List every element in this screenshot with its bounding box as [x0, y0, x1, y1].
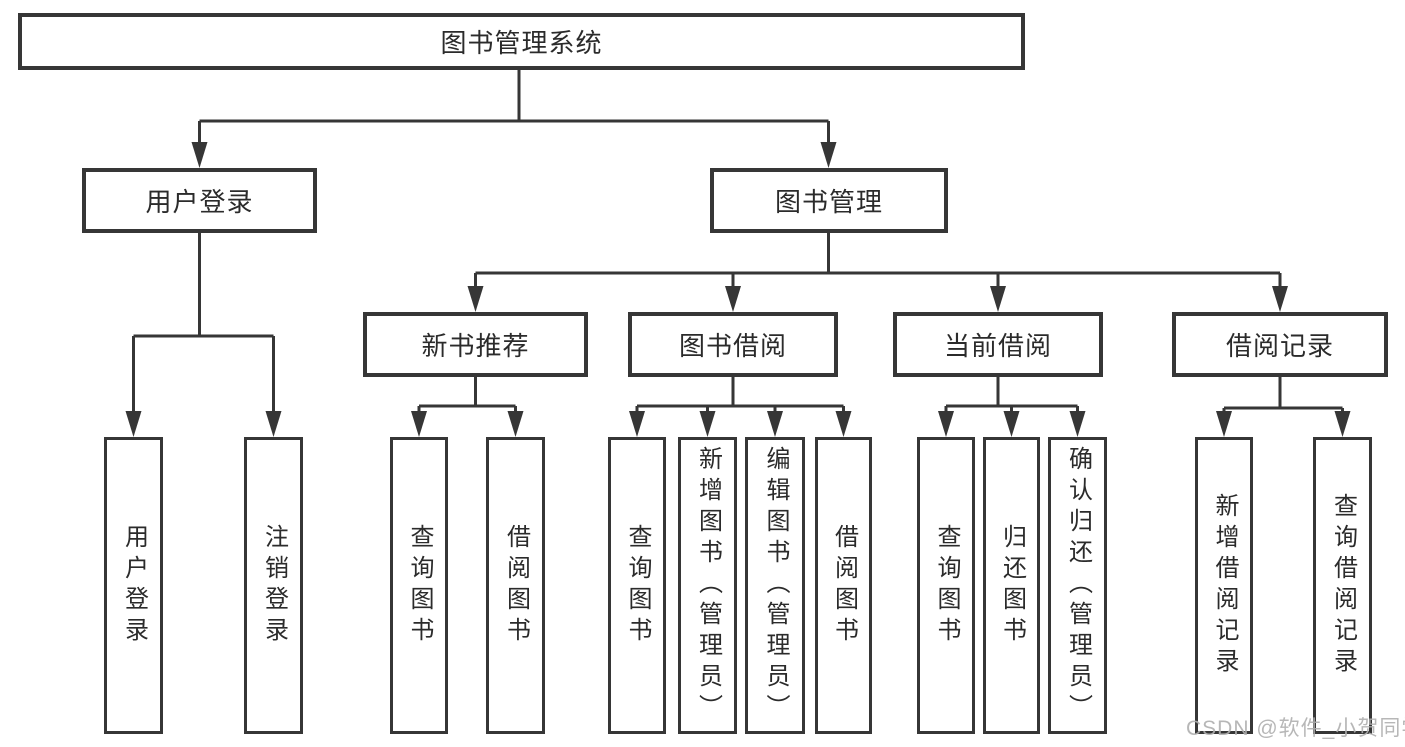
node-book-borrow-label: 图书借阅	[678, 331, 787, 361]
arrowhead-down-icon	[191, 142, 208, 168]
node-current-borrow-label: 当前借阅	[943, 331, 1052, 361]
arrowhead-down-icon	[411, 411, 427, 437]
arrowhead-down-icon	[1272, 286, 1288, 312]
arrowhead-down-icon	[767, 411, 783, 437]
node-new-book-recommend: 新书推荐	[363, 312, 588, 377]
connector-currentborrow-to-children	[944, 377, 1079, 413]
arrowhead-down-icon	[990, 286, 1006, 312]
arrowhead-down-icon	[629, 411, 645, 437]
leaf-add-borrow-record-label: 新增借阅记录	[1211, 492, 1238, 679]
arrowhead-down-icon	[699, 411, 716, 437]
arrowhead-down-icon	[507, 411, 524, 437]
node-user-login-label: 用户登录	[145, 187, 254, 217]
leaf-logout: 注销登录	[244, 437, 303, 734]
leaf-current-query-books-label: 查询图书	[933, 523, 960, 648]
connector-newbook-to-children	[417, 377, 517, 413]
leaf-user-login: 用户登录	[104, 437, 163, 734]
leaf-user-login-label: 用户登录	[120, 523, 148, 648]
arrowhead-down-icon	[1216, 411, 1232, 437]
arrowhead-down-icon	[938, 411, 954, 437]
arrowhead-down-icon	[467, 286, 484, 312]
node-book-management: 图书管理	[710, 168, 948, 233]
connector-root-to-level2	[198, 69, 830, 144]
connector-userlogin-to-children	[132, 232, 275, 413]
leaf-add-books-admin: 新增图书（管理员）	[678, 437, 737, 734]
leaf-newbook-borrow-books: 借阅图书	[486, 437, 545, 734]
leaf-newbook-query-books-label: 查询图书	[406, 523, 433, 648]
csdn-watermark: CSDN @软件_小贺同学	[1186, 717, 1405, 740]
node-root: 图书管理系统	[18, 13, 1025, 70]
leaf-newbook-borrow-books-label: 借阅图书	[502, 523, 530, 648]
leaf-return-books-label: 归还图书	[998, 523, 1026, 648]
connector-lines	[132, 69, 1344, 413]
leaf-borrow-books-label: 借阅图书	[830, 523, 858, 648]
leaf-add-borrow-record: 新增借阅记录	[1195, 437, 1253, 734]
node-book-management-label: 图书管理	[774, 187, 883, 217]
arrowheads	[125, 142, 1351, 437]
leaf-query-borrow-record-label: 查询借阅记录	[1329, 492, 1357, 679]
connector-bookmgmt-to-level3	[474, 233, 1282, 288]
leaf-borrow-query-books: 查询图书	[608, 437, 666, 734]
node-current-borrow: 当前借阅	[893, 312, 1103, 377]
node-new-book-recommend-label: 新书推荐	[421, 331, 530, 361]
leaf-borrow-query-books-label: 查询图书	[624, 523, 651, 648]
leaf-newbook-query-books: 查询图书	[390, 437, 448, 734]
arrowhead-down-icon	[125, 411, 142, 437]
leaf-edit-books-admin-label: 编辑图书（管理员）	[762, 446, 789, 725]
arrowhead-down-icon	[1334, 411, 1351, 437]
arrowhead-down-icon	[820, 142, 837, 168]
node-user-login: 用户登录	[82, 168, 317, 233]
leaf-add-books-admin-label: 新增图书（管理员）	[694, 446, 722, 725]
leaf-confirm-return-admin-label: 确认归还（管理员）	[1064, 446, 1092, 725]
node-borrow-records: 借阅记录	[1172, 312, 1388, 377]
leaf-logout-label: 注销登录	[260, 523, 288, 648]
arrowhead-down-icon	[1003, 411, 1020, 437]
connector-records-to-children	[1222, 377, 1344, 413]
leaf-borrow-books: 借阅图书	[815, 437, 872, 734]
arrowhead-down-icon	[725, 286, 741, 312]
leaf-query-borrow-record: 查询借阅记录	[1313, 437, 1372, 734]
leaf-current-query-books: 查询图书	[917, 437, 975, 734]
arrowhead-down-icon	[1069, 411, 1086, 437]
leaf-return-books: 归还图书	[983, 437, 1040, 734]
node-book-borrow: 图书借阅	[628, 312, 838, 377]
node-root-label: 图书管理系统	[440, 28, 603, 58]
leaf-confirm-return-admin: 确认归还（管理员）	[1048, 437, 1107, 734]
connector-bookborrow-to-children	[635, 377, 845, 413]
arrowhead-down-icon	[265, 411, 282, 437]
arrowhead-down-icon	[835, 411, 852, 437]
node-borrow-records-label: 借阅记录	[1225, 331, 1334, 361]
leaf-edit-books-admin: 编辑图书（管理员）	[745, 437, 805, 734]
